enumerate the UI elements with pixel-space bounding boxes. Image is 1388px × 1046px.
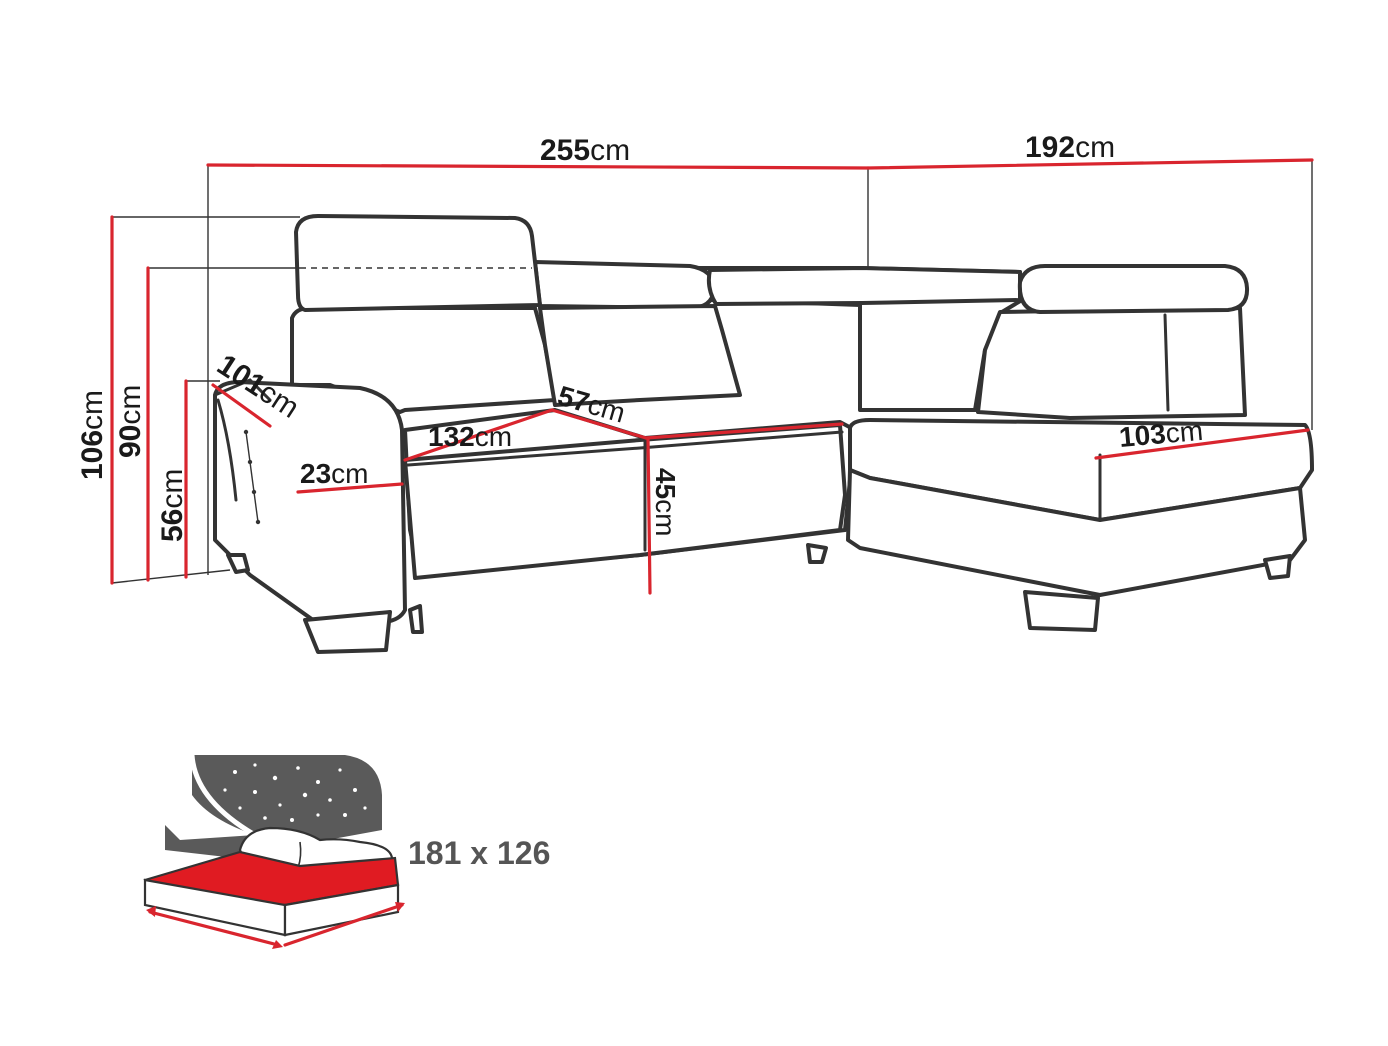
leg-middle (408, 604, 424, 634)
label-chaise-width: 103cm (1118, 415, 1204, 453)
sofa-outline (213, 214, 1314, 627)
sofa-legs (226, 543, 1292, 654)
dim-line-armrest-width (296, 482, 404, 494)
leg-mechanism (806, 543, 828, 564)
sofa-seams (213, 303, 1170, 552)
left-headrest (294, 214, 542, 312)
label-armrest-height: 56cm (156, 469, 189, 542)
right-headrest (1017, 264, 1250, 314)
dim-line-total-width (206, 163, 870, 170)
label-side-width: 192cm (1025, 131, 1115, 164)
chaise-base (846, 468, 1307, 597)
leg-chaise-front (1023, 590, 1100, 632)
leg-back-left (226, 553, 250, 574)
dim-line-seat-height (646, 436, 652, 595)
dim-line-depth (211, 383, 272, 428)
dim-line-seat-depth (550, 408, 648, 440)
sleeping-area-label: 181 x 126 (408, 835, 550, 871)
label-seat-width: 132cm (428, 421, 512, 452)
left-armrest (213, 380, 407, 627)
bed-night-icon (143, 754, 405, 949)
dim-line-chaise-width (1094, 428, 1310, 460)
dimension-lines (110, 158, 1314, 595)
leg-front-left (303, 610, 392, 654)
extension-lines (111, 160, 1313, 584)
middle-headrest (533, 260, 717, 310)
leg-chaise-right (1263, 554, 1292, 580)
label-total-height: 106cm (76, 390, 109, 480)
label-seat-height: 45cm (650, 468, 681, 536)
corner-headrest (706, 266, 1022, 306)
dim-line-side-width (866, 158, 1314, 170)
label-armrest-width: 23cm (300, 458, 368, 489)
label-backrest-height: 90cm (114, 385, 147, 458)
label-total-width: 255cm (540, 134, 630, 167)
middle-back-cushion (538, 304, 742, 407)
dim-line-seat-front (644, 422, 844, 440)
dim-line-seat-width (403, 408, 554, 462)
right-back-cushion (976, 306, 1247, 420)
